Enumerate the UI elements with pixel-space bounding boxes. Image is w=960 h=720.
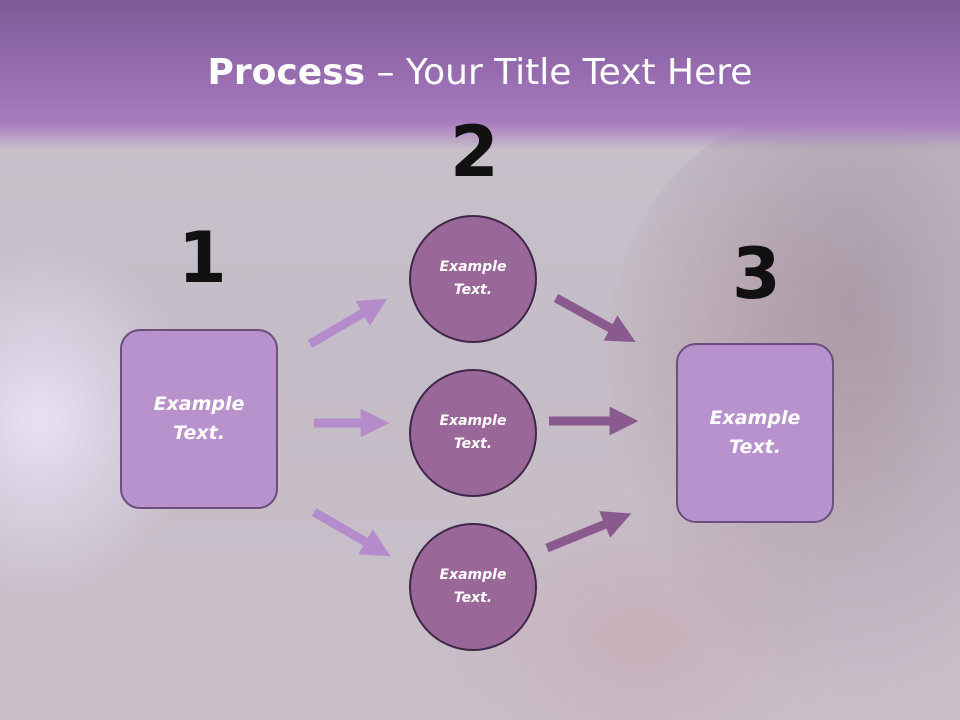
left-box: Example Text. — [120, 329, 278, 509]
title-bold: Process — [207, 52, 366, 93]
arrow-bottom-to-right — [545, 511, 632, 553]
right-box: Example Text. — [676, 343, 834, 523]
circle-middle: Example Text. — [409, 369, 537, 497]
circle-bottom-text: Example Text. — [439, 567, 507, 606]
circle-top: Example Text. — [409, 215, 537, 343]
circle-middle-text: Example Text. — [439, 413, 507, 452]
circle-top-text: Example Text. — [439, 259, 507, 298]
arrow-left-to-top — [307, 298, 388, 348]
left-box-text: Example Text. — [153, 393, 245, 444]
circle-bottom: Example Text. — [409, 523, 537, 651]
slide-title: Process – Your Title Text Here — [0, 52, 960, 93]
right-box-text: Example Text. — [709, 407, 801, 458]
step-number-2: 2 — [450, 111, 499, 193]
title-rest: – Your Title Text Here — [365, 52, 753, 93]
arrow-left-to-bottom — [311, 508, 391, 557]
step-number-1: 1 — [178, 217, 227, 299]
step-number-3: 3 — [732, 233, 781, 315]
title-bar — [0, 0, 960, 150]
arrow-top-to-right — [553, 294, 636, 342]
